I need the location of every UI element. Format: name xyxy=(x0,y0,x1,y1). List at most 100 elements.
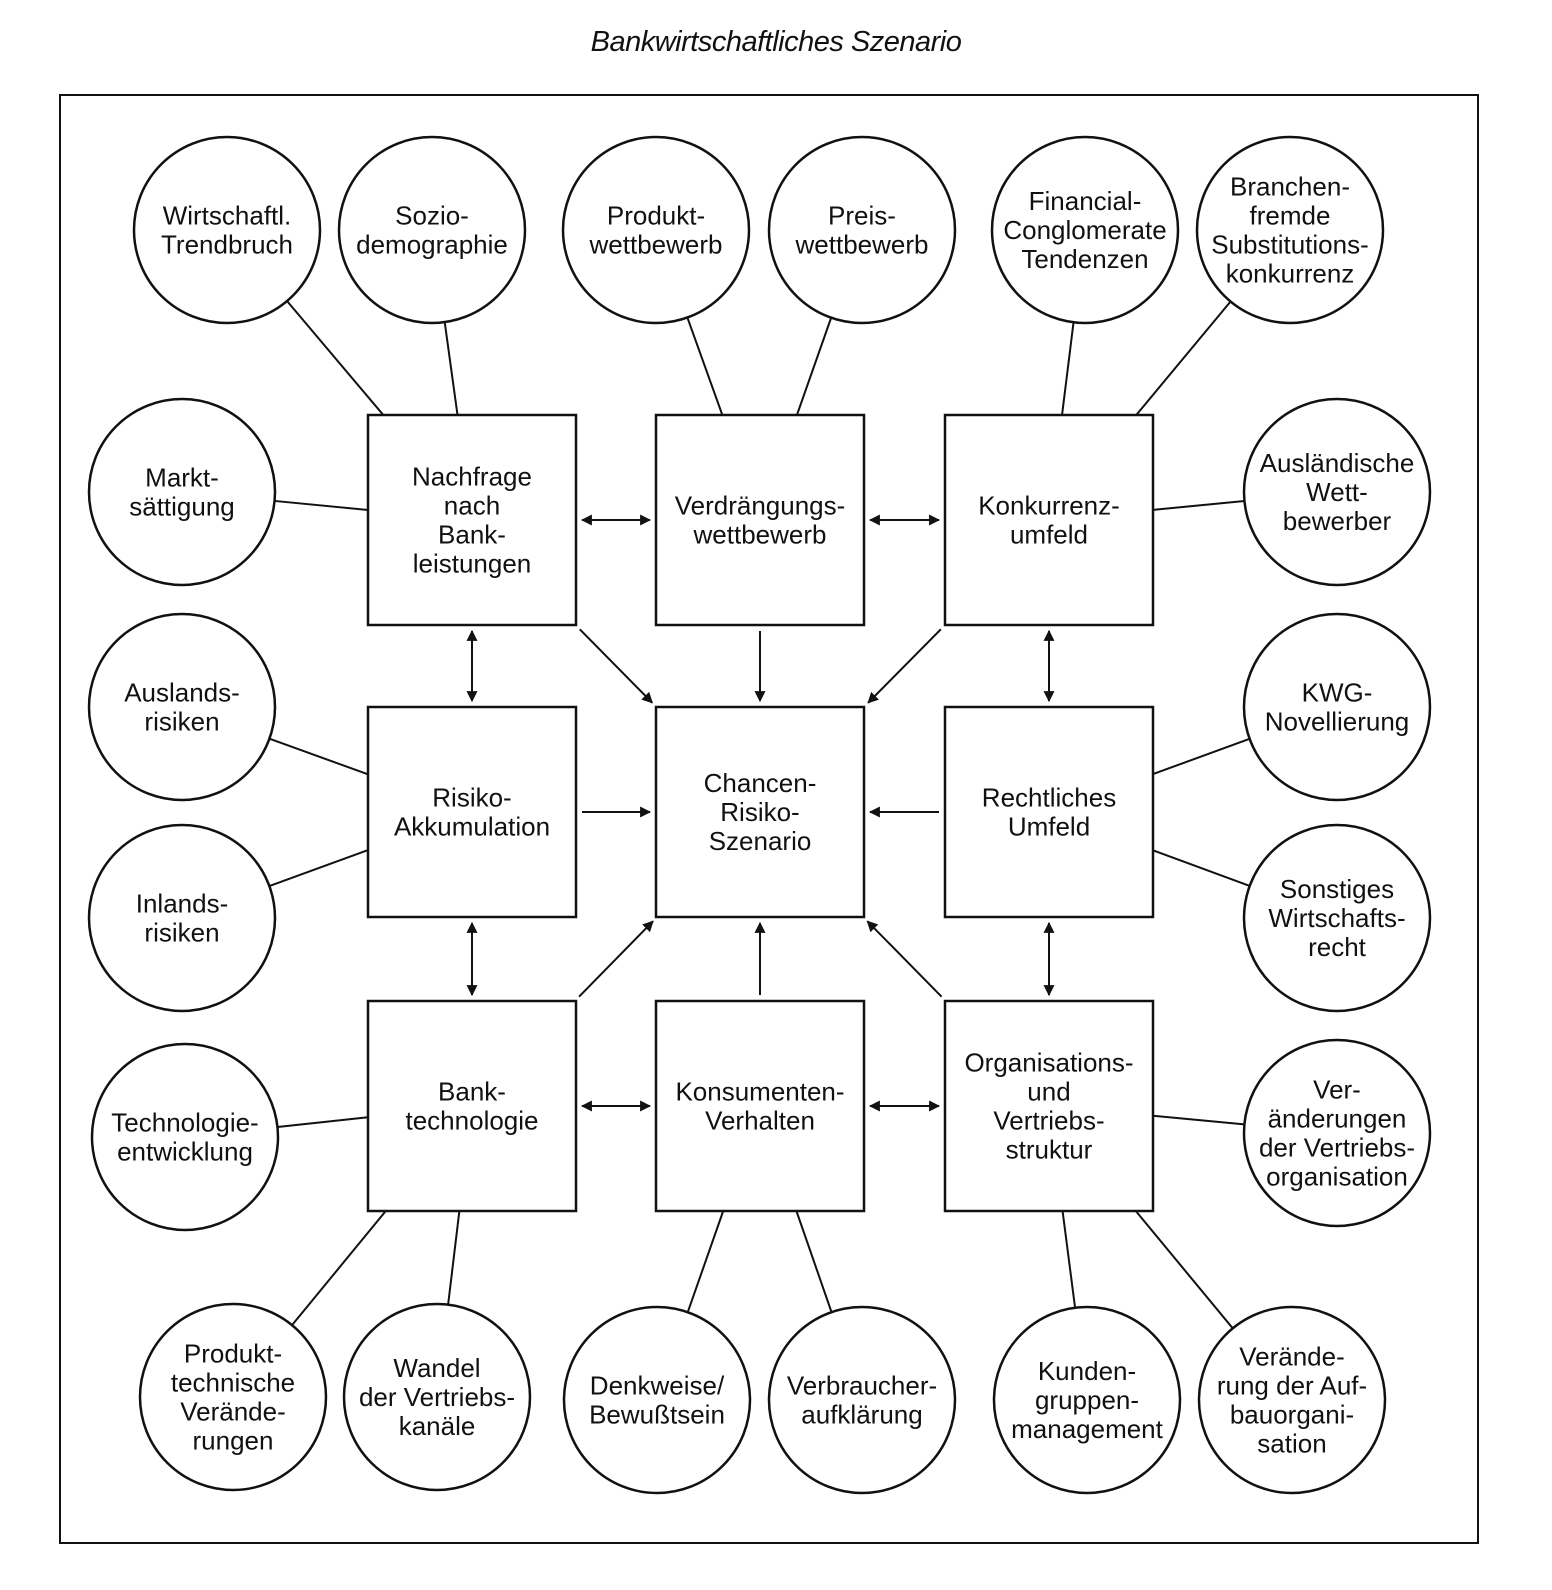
connector-line-aufbau-organisation xyxy=(1135,1210,1234,1329)
circle-node-aufbau: Verände-rung der Auf-bauorgani-sation xyxy=(1197,1305,1387,1495)
node-label-line: aufklärung xyxy=(801,1400,922,1430)
node-label-line: demographie xyxy=(356,230,508,260)
node-label-line: Wett- xyxy=(1306,477,1368,507)
circle-shape xyxy=(1242,397,1432,587)
node-label-line: konkurrenz xyxy=(1226,259,1355,289)
node-label-line: technische xyxy=(171,1368,295,1398)
connector-line-veraend-vertrieb-organisation xyxy=(1152,1114,1245,1126)
diagram-title: Bankwirtschaftliches Szenario xyxy=(590,26,962,58)
node-label-line: KWG- xyxy=(1302,678,1373,708)
node-label-line: sation xyxy=(1257,1429,1326,1459)
node-label-line: Denkweise/ xyxy=(590,1371,725,1401)
diagram-frame xyxy=(59,94,1479,1544)
connector-line-preiswett-verdraengung xyxy=(795,317,833,416)
connector-line-verbraucher-konsument xyxy=(795,1210,833,1313)
circle-shape xyxy=(342,1302,532,1492)
connector-line-produkttech-banktech xyxy=(291,1210,387,1326)
connector-line-auslaendisch-konkurrenz xyxy=(1152,500,1245,511)
node-label-line: wettbewerb xyxy=(795,230,929,260)
circle-shape xyxy=(90,1042,280,1232)
node-label-line: Ausländische xyxy=(1260,448,1415,478)
node-label-line: Ver- xyxy=(1313,1075,1361,1105)
box-node-verdraengung: Verdrängungs-wettbewerb xyxy=(654,413,866,627)
edge-layer xyxy=(269,300,1251,1329)
circle-node-trendbruch: Wirtschaftl.Trendbruch xyxy=(132,135,322,325)
circle-shape xyxy=(138,1302,328,1492)
node-label-line: Akkumulation xyxy=(394,812,550,842)
node-label-line: und xyxy=(1027,1077,1070,1107)
node-label-line: Umfeld xyxy=(1008,812,1090,842)
circle-shape xyxy=(132,135,322,325)
arrow-konkurrenz-chancen xyxy=(867,628,942,704)
node-label-line: Preis- xyxy=(828,201,896,231)
box-shape xyxy=(366,413,578,627)
node-label-line: Rechtliches xyxy=(982,783,1116,813)
node-label-line: kanäle xyxy=(399,1411,476,1441)
box-node-risiko: Risiko-Akkumulation xyxy=(366,705,578,919)
circle-shape xyxy=(1242,823,1432,1013)
connector-line-technologie-banktech xyxy=(277,1116,369,1129)
arrow-nachfrage-chancen xyxy=(579,628,653,704)
node-label-line: rung der Auf- xyxy=(1217,1371,1367,1401)
circle-shape xyxy=(1242,612,1432,802)
box-shape xyxy=(654,413,866,627)
circle-shape xyxy=(337,135,527,325)
node-label-line: Kunden- xyxy=(1038,1356,1136,1386)
node-label-line: Technologie- xyxy=(111,1108,258,1138)
connector-line-wandel-banktech xyxy=(447,1210,461,1305)
circle-node-kwg: KWG-Novellierung xyxy=(1242,612,1432,802)
node-label-line: management xyxy=(1011,1414,1164,1444)
node-label-line: risiken xyxy=(144,918,219,948)
circle-node-markt: Markt-sättigung xyxy=(87,397,277,587)
node-label-line: Risiko- xyxy=(720,797,799,827)
connector-line-inlandsrisiken-risiko xyxy=(269,849,369,888)
node-label-line: bewerber xyxy=(1283,506,1392,536)
circle-node-produktwett: Produkt-wettbewerb xyxy=(561,135,751,325)
node-label-line: Verdrängungs- xyxy=(675,491,846,521)
node-label-line: Nachfrage xyxy=(412,462,532,492)
node-label-line: Substitutions- xyxy=(1211,230,1369,260)
node-label-line: organisation xyxy=(1266,1162,1408,1192)
arrow-organisation-chancen xyxy=(866,920,943,998)
node-label-line: Inlands- xyxy=(136,889,229,919)
node-label-line: änderungen xyxy=(1268,1104,1407,1134)
node-label-line: fremde xyxy=(1250,201,1331,231)
connector-line-sozio-nachfrage xyxy=(443,321,459,416)
node-label-line: Verhalten xyxy=(705,1106,815,1136)
circle-node-preiswett: Preis-wettbewerb xyxy=(767,135,957,325)
node-label-line: Bank- xyxy=(438,1077,506,1107)
node-label-line: der Vertriebs- xyxy=(1259,1133,1415,1163)
connector-line-sonstiges-rechtlich xyxy=(1152,849,1251,887)
node-label-line: entwicklung xyxy=(117,1137,253,1167)
connector-line-auslandsrisiken-risiko xyxy=(269,737,369,776)
box-node-banktech: Bank-technologie xyxy=(366,999,578,1213)
node-label-line: Conglomerate xyxy=(1003,215,1166,245)
node-label-line: Wirtschaftl. xyxy=(163,201,292,231)
box-shape xyxy=(366,999,578,1213)
node-label-line: Wandel xyxy=(393,1353,480,1383)
node-label-line: Financial- xyxy=(1029,186,1142,216)
node-label-line: der Vertriebs- xyxy=(359,1382,515,1412)
connector-line-branchen-konkurrenz xyxy=(1135,300,1232,416)
box-shape xyxy=(654,705,866,919)
node-label-line: Verände- xyxy=(1239,1342,1345,1372)
node-label-line: Produkt- xyxy=(607,201,705,231)
node-label-line: Novellierung xyxy=(1265,707,1410,737)
circle-shape xyxy=(990,135,1180,325)
node-label-line: Organisations- xyxy=(964,1048,1133,1078)
node-label-line: Sonstiges xyxy=(1280,874,1394,904)
circle-node-sozio: Sozio-demographie xyxy=(337,135,527,325)
node-label-line: Verände- xyxy=(180,1397,286,1427)
node-label-line: Konsumenten- xyxy=(675,1077,844,1107)
connector-line-trendbruch-nachfrage xyxy=(286,300,385,416)
connector-line-kunden-organisation xyxy=(1061,1210,1077,1308)
connector-line-financial-konkurrenz xyxy=(1061,322,1075,416)
